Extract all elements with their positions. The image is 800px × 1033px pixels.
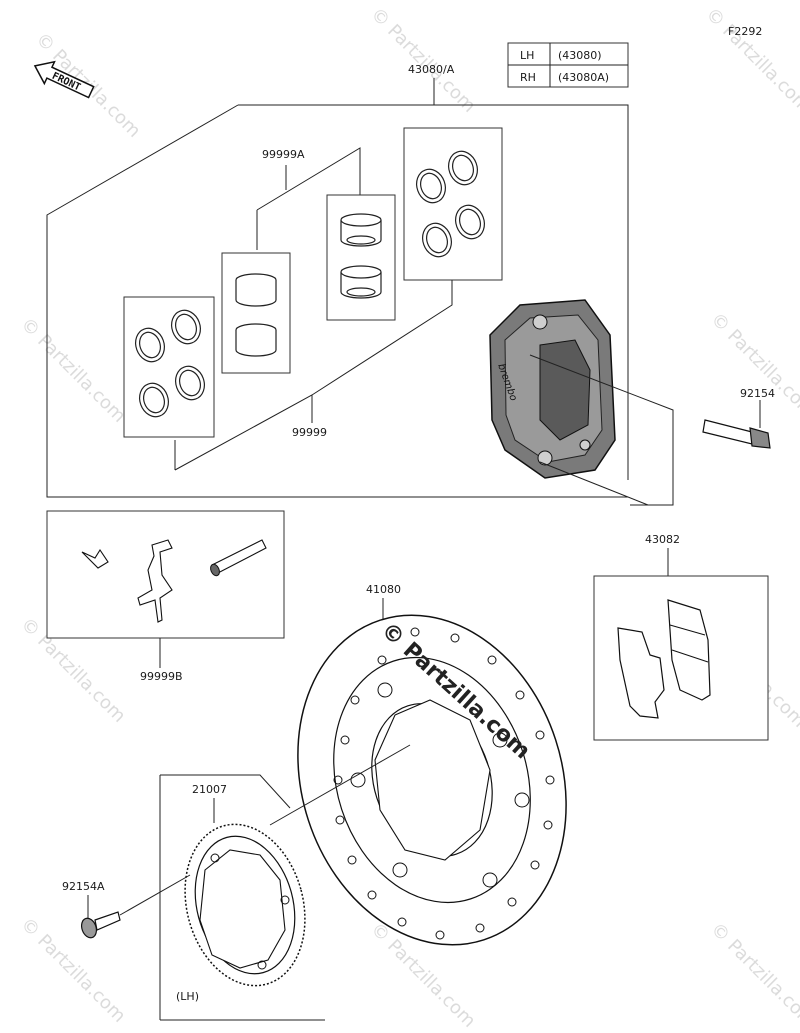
watermark: © Partzilla.com [706, 309, 800, 422]
callout-92154: 92154 [740, 387, 775, 400]
table-side: RH [520, 71, 536, 84]
watermark: © Partzilla.com [701, 4, 800, 117]
caliper-assembly-group: 43080/A 99999A [46, 63, 775, 506]
caliper-bolt-icon [702, 419, 771, 449]
brake-disc-icon [297, 614, 567, 946]
brake-pad-icon [617, 599, 711, 719]
callout-99999a: 99999A [262, 148, 305, 161]
callout-99999b: 99999B [140, 670, 183, 683]
diagram-code: F2292 [728, 25, 762, 38]
seal-ring-icon [135, 309, 205, 418]
table-part: (43080) [558, 49, 602, 62]
piston-icon [340, 213, 382, 299]
watermark: © Partzilla.com [366, 4, 479, 117]
callout-21007: 21007 [192, 783, 227, 796]
brake-disc-group: 41080 [297, 583, 567, 946]
pad-pin-icon [210, 539, 267, 577]
rotor-bolt-icon [80, 911, 121, 939]
rotor-ring-group: 21007 (LH) [159, 744, 411, 1021]
callout-lh-note: (LH) [176, 990, 199, 1003]
abs-rotor-ring-icon [184, 823, 306, 987]
seal-ring-icon [416, 150, 485, 258]
watermark: © Partzilla.com [16, 914, 129, 1027]
seal-box-right [403, 127, 503, 281]
pad-spring-icon [137, 539, 173, 623]
callout-99999: 99999 [292, 426, 327, 439]
piston-icon [235, 273, 277, 357]
variant-table: LH (43080) RH (43080A) [507, 42, 629, 88]
brake-caliper-icon: brembo [489, 299, 616, 479]
watermark: © Partzilla.com [16, 314, 129, 427]
callout-92154a: 92154A [62, 880, 105, 893]
callout-43080a: 43080/A [408, 63, 455, 76]
table-side: LH [520, 49, 534, 62]
brake-pad-group: 43082 [593, 533, 769, 741]
rotor-bolt-group: 92154A [62, 874, 191, 939]
callout-43082: 43082 [645, 533, 680, 546]
table-part: (43080A) [558, 71, 609, 84]
hardware-kit-group: 99999B [46, 510, 285, 683]
seal-box-left [123, 296, 215, 438]
spring-clip-icon [81, 548, 109, 569]
watermark: © Partzilla.com [706, 919, 800, 1032]
callout-41080: 41080 [366, 583, 401, 596]
